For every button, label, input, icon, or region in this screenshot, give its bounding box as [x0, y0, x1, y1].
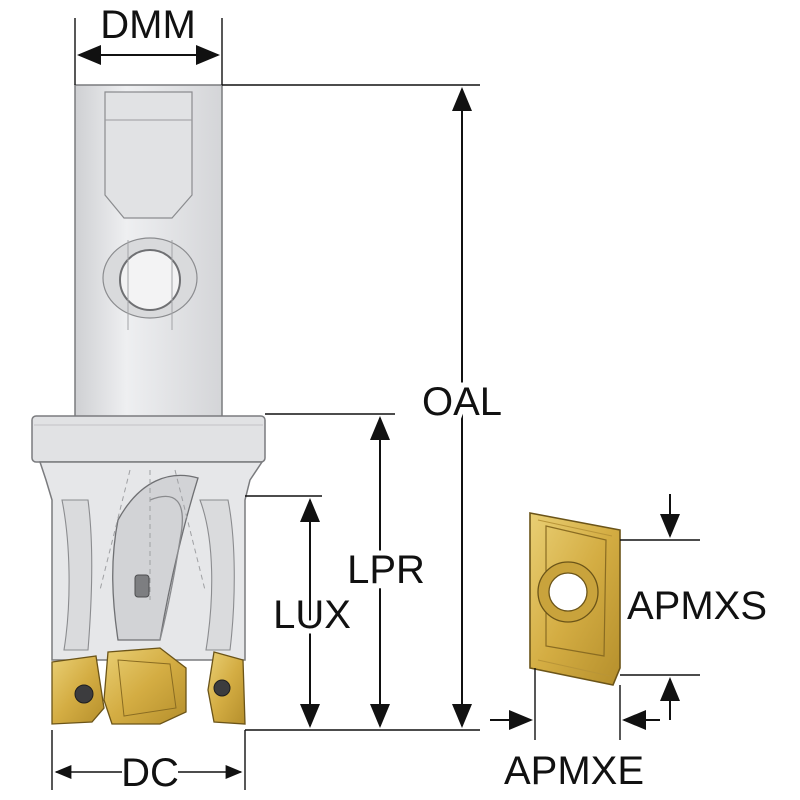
insert-center: [103, 647, 187, 725]
tool-inserts: [51, 647, 246, 725]
collar: [31, 415, 266, 463]
flute-2: [61, 499, 93, 651]
flute-3: [199, 499, 235, 651]
insert-detail-hole: [548, 572, 588, 612]
insert-screw-right: [213, 679, 231, 697]
apmxe-label: APMXE: [504, 749, 644, 793]
insert-detail: [529, 512, 621, 686]
shank-hole: [119, 249, 181, 311]
lpr-label: LPR: [347, 548, 425, 592]
oal-label: OAL: [422, 380, 502, 424]
apmxs-label: APMXS: [627, 584, 767, 628]
lux-label: LUX: [273, 593, 351, 637]
flute-1: [112, 474, 199, 641]
dmm-label: DMM: [100, 3, 196, 47]
shank-flat: [104, 91, 193, 219]
dc-label: DC: [121, 751, 179, 795]
insert-screw-left: [74, 684, 94, 704]
dimension-lines: [51, 18, 700, 790]
tool-body: [31, 84, 266, 661]
